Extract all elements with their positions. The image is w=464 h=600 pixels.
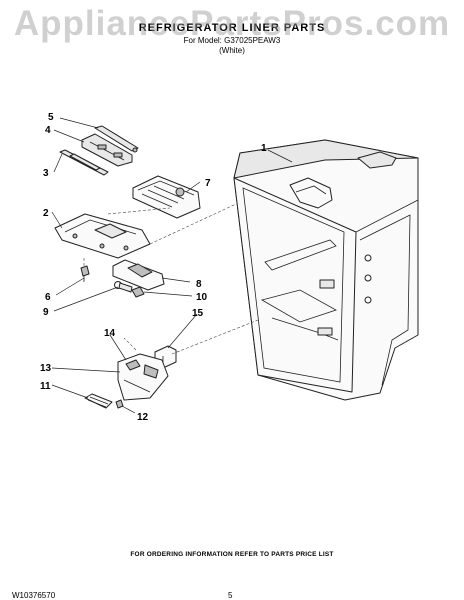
callout-14: 14 (104, 328, 116, 339)
part-9-connector (114, 281, 133, 293)
part-4-bracket (81, 133, 133, 167)
callout-1: 1 (261, 143, 267, 154)
page-number: 5 (228, 591, 233, 600)
callout-9: 9 (43, 307, 49, 318)
part-11-grille (84, 393, 113, 409)
callout-6: 6 (45, 292, 51, 303)
part-5-rail (94, 125, 139, 153)
part-12-screw (115, 399, 124, 409)
document-number: W10376570 (12, 591, 56, 600)
part-10-fitting (131, 286, 145, 298)
refrigerator-liner (233, 139, 419, 401)
callout-10: 10 (196, 292, 208, 303)
callout-3: 3 (43, 168, 49, 179)
callout-4: 4 (45, 125, 51, 136)
part-7-cover (132, 175, 201, 219)
callout-labels: 1 2 3 4 5 6 7 8 9 10 11 12 13 14 15 (40, 112, 267, 423)
part-8-damper (112, 259, 165, 291)
part-2-housing (54, 213, 151, 259)
callout-7: 7 (205, 178, 211, 189)
diagram-title: REFRIGERATOR LINER PARTS (138, 22, 326, 34)
part-3-strip (59, 149, 109, 176)
color-line: (White) (219, 46, 245, 55)
part-6-screw (80, 265, 90, 282)
callout-5: 5 (48, 112, 54, 123)
callout-8: 8 (196, 279, 202, 290)
part-13-14-housing (117, 353, 169, 401)
callout-2: 2 (43, 208, 49, 219)
callout-15: 15 (192, 308, 204, 319)
model-line: For Model: G37025PEAW3 (183, 36, 281, 45)
callout-13: 13 (40, 363, 52, 374)
callout-12: 12 (137, 412, 149, 423)
ordering-note: FOR ORDERING INFORMATION REFER TO PARTS … (130, 551, 334, 558)
callout-11: 11 (40, 381, 51, 392)
